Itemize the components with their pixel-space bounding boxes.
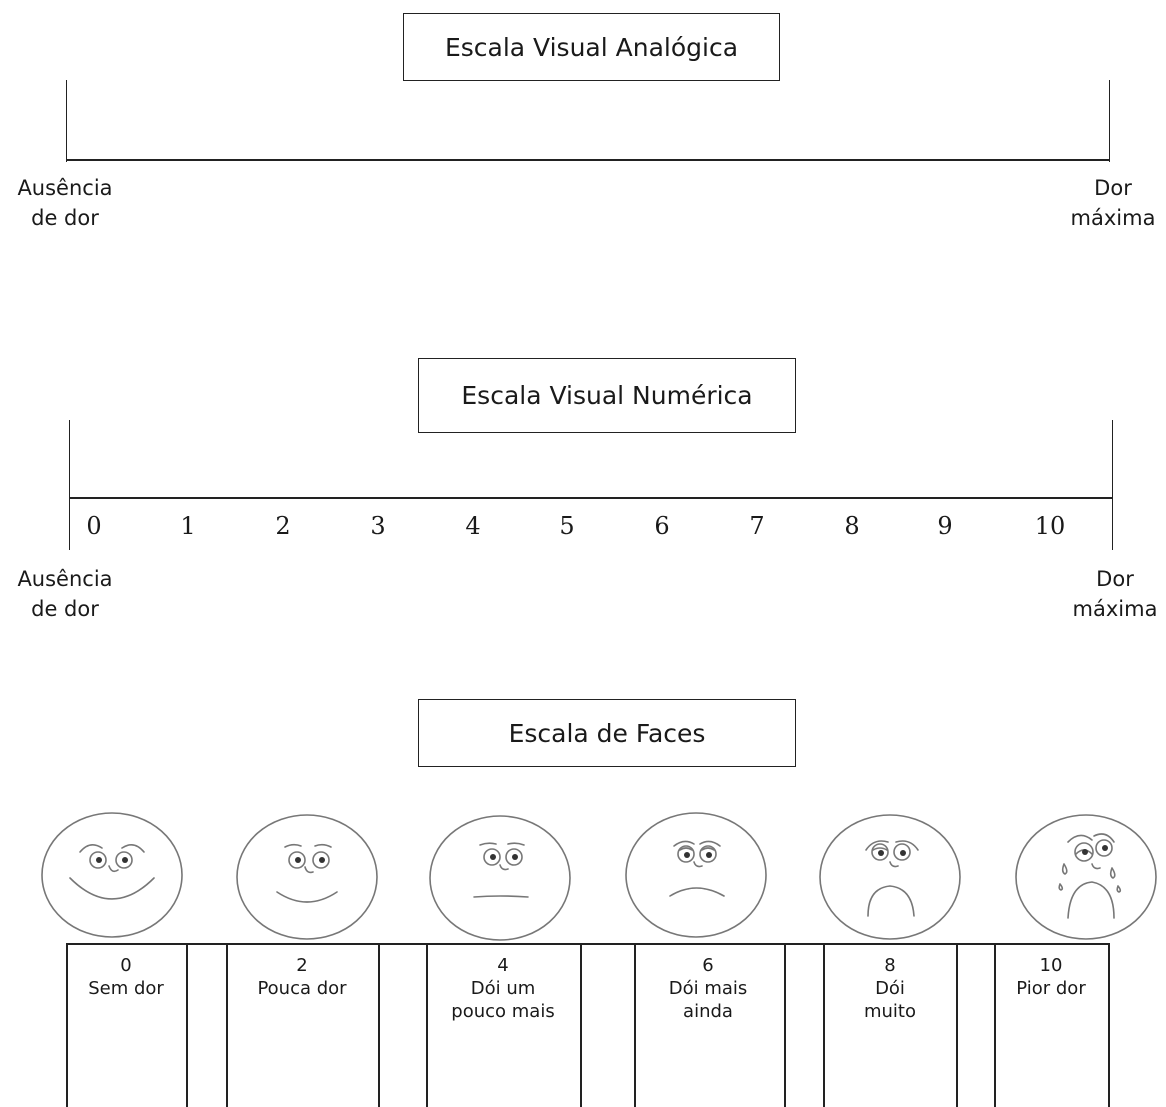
faces-table-top-line bbox=[66, 943, 1110, 945]
face-caption-line2: muito bbox=[863, 1001, 916, 1022]
nrs-left-label-line1: Ausência bbox=[17, 567, 113, 591]
vas-title: Escala Visual Analógica bbox=[403, 13, 780, 81]
face-caption-line2: pouco mais bbox=[451, 1001, 555, 1022]
faces-table-divider bbox=[784, 943, 786, 1107]
faces-table-divider bbox=[426, 943, 428, 1107]
vas-right-tick bbox=[1109, 80, 1110, 162]
faces-table-divider bbox=[226, 943, 228, 1107]
nrs-right-label-line1: Dor bbox=[1096, 567, 1134, 591]
faces-table-divider bbox=[580, 943, 582, 1107]
face-caption-score: 8 bbox=[884, 955, 896, 976]
nrs-left-label-line2: de dor bbox=[31, 597, 99, 621]
faces-table-divider bbox=[66, 943, 68, 1107]
face-hurts-little-more-icon bbox=[429, 815, 571, 941]
faces-table-divider bbox=[823, 943, 825, 1107]
nrs-right-label: Dor máxima bbox=[1065, 564, 1165, 624]
nrs-number: 3 bbox=[370, 512, 386, 540]
nrs-number: 10 bbox=[1034, 512, 1066, 540]
face-caption-score: 4 bbox=[497, 955, 509, 976]
face-caption-score: 0 bbox=[120, 955, 132, 976]
faces-table-divider bbox=[634, 943, 636, 1107]
faces-title: Escala de Faces bbox=[418, 699, 796, 767]
nrs-right-tick bbox=[1112, 420, 1113, 550]
face-caption-line1: Dói um bbox=[470, 978, 536, 999]
nrs-left-label: Ausência de dor bbox=[5, 564, 125, 624]
face-caption-score: 2 bbox=[296, 955, 308, 976]
face-caption-score: 6 bbox=[702, 955, 714, 976]
nrs-title: Escala Visual Numérica bbox=[418, 358, 796, 433]
nrs-number: 5 bbox=[559, 512, 575, 540]
nrs-line bbox=[69, 497, 1113, 499]
nrs-number: 7 bbox=[749, 512, 765, 540]
face-hurts-a-lot-icon bbox=[819, 814, 961, 940]
nrs-number: 0 bbox=[86, 512, 102, 540]
vas-left-label-line2: de dor bbox=[31, 206, 99, 230]
face-hurts-even-more-icon bbox=[625, 812, 767, 938]
face-caption-line1: Pouca dor bbox=[257, 978, 347, 999]
vas-right-label: Dor máxima bbox=[1063, 173, 1163, 233]
face-caption-line1: Pior dor bbox=[1016, 978, 1086, 999]
face-no-pain-icon bbox=[41, 812, 183, 938]
vas-left-label: Ausência de dor bbox=[5, 173, 125, 233]
face-worst-pain-icon bbox=[1015, 814, 1157, 940]
nrs-left-tick bbox=[69, 420, 70, 550]
nrs-number: 2 bbox=[275, 512, 291, 540]
vas-left-label-line1: Ausência bbox=[17, 176, 113, 200]
faces-table-divider bbox=[186, 943, 188, 1107]
vas-line bbox=[66, 159, 1110, 161]
vas-right-label-line2: máxima bbox=[1070, 206, 1156, 230]
faces-table-divider bbox=[956, 943, 958, 1107]
vas-right-label-line1: Dor bbox=[1094, 176, 1132, 200]
face-caption-line1: Dói bbox=[875, 978, 905, 999]
nrs-number: 6 bbox=[654, 512, 670, 540]
nrs-number: 9 bbox=[937, 512, 953, 540]
faces-table-divider bbox=[1108, 943, 1110, 1107]
face-caption-line2: ainda bbox=[683, 1001, 733, 1022]
faces-table-divider bbox=[994, 943, 996, 1107]
nrs-number: 8 bbox=[844, 512, 860, 540]
face-caption-score: 10 bbox=[1039, 955, 1063, 976]
nrs-number: 4 bbox=[465, 512, 481, 540]
nrs-number: 1 bbox=[180, 512, 196, 540]
vas-left-tick bbox=[66, 80, 67, 162]
face-caption-line1: Sem dor bbox=[88, 978, 164, 999]
face-caption-line1: Dói mais bbox=[668, 978, 748, 999]
nrs-right-label-line2: máxima bbox=[1072, 597, 1158, 621]
face-little-pain-icon bbox=[236, 814, 378, 940]
faces-table-divider bbox=[378, 943, 380, 1107]
